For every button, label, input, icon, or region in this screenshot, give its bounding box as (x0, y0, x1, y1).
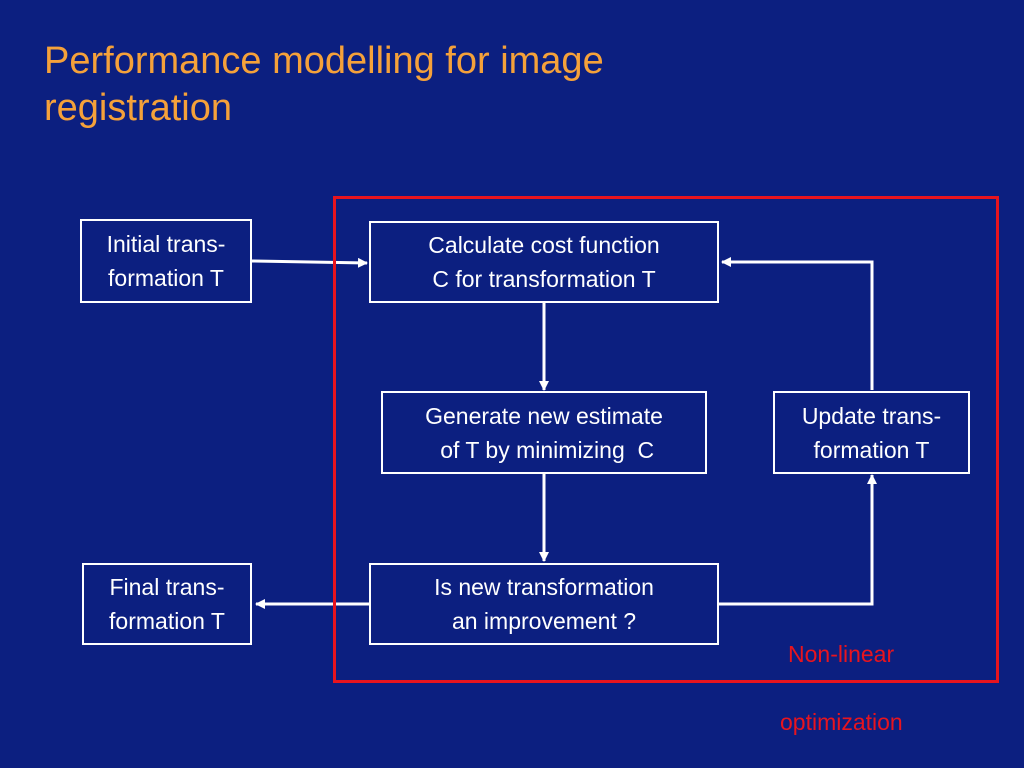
region-label-optimization: optimization (780, 709, 903, 735)
box-generate-new-estimate: Generate new estimate of T by minimizing… (381, 391, 707, 474)
box-is-improvement: Is new transformation an improvement ? (369, 563, 719, 645)
arrow-improvement-to-update (719, 474, 877, 606)
arrow-update-to-calculate (721, 257, 874, 390)
box-update-transformation: Update trans- formation T (773, 391, 970, 474)
slide-title-line-2: registration (44, 87, 232, 129)
box-initial-transformation: Initial trans- formation T (80, 219, 252, 303)
arrow-initial-to-calculate (251, 257, 368, 268)
box-final-transformation: Final trans- formation T (82, 563, 252, 645)
region-label-non-linear: Non-linear (788, 641, 895, 667)
slide-title: Performance modelling for image registra… (44, 38, 744, 132)
non-linear-optimization-region (333, 196, 999, 683)
slide-title-line-1: Performance modelling for image (44, 40, 604, 82)
box-calculate-cost-function: Calculate cost function C for transforma… (369, 221, 719, 303)
